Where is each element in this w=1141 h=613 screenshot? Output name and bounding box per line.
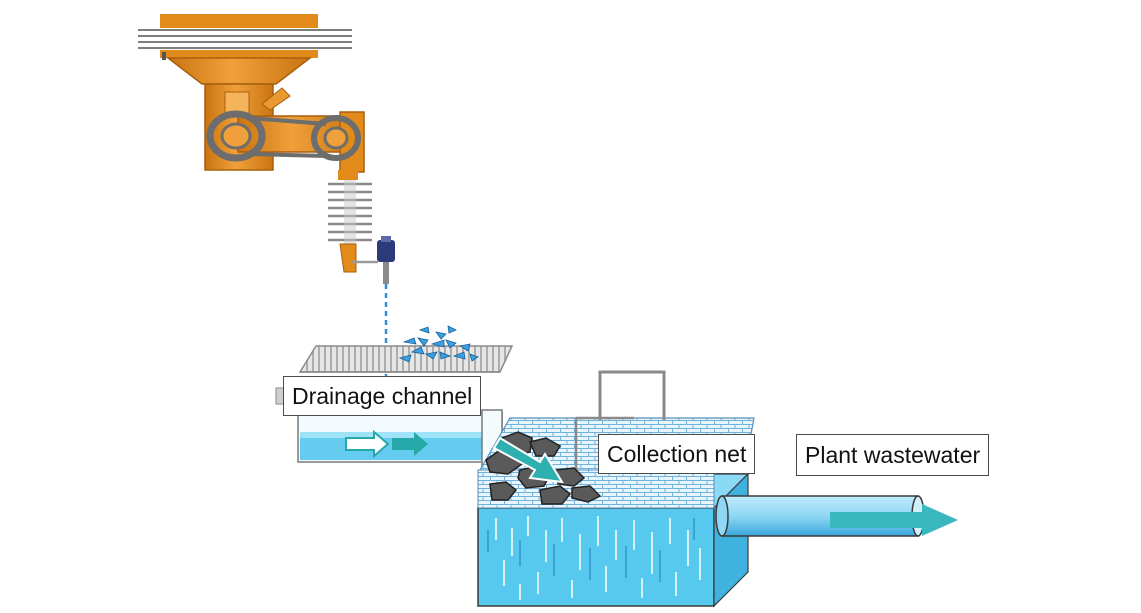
into-net-arrow [492,436,564,484]
robot-arm-icon [138,14,378,273]
valve-icon [377,236,395,284]
channel-flow-arrow [345,429,428,459]
outlet-flow-arrow [830,504,958,536]
collection-pit-icon [476,370,755,608]
drainage-channel-label: Drainage channel [283,376,482,416]
debris-pile [485,431,602,505]
plant-wastewater-label: Plant wastewater [796,434,990,476]
outlet-pipe-icon [715,495,958,537]
collection-net-label: Collection net [598,434,756,474]
drainage-channel-icon [275,325,514,469]
